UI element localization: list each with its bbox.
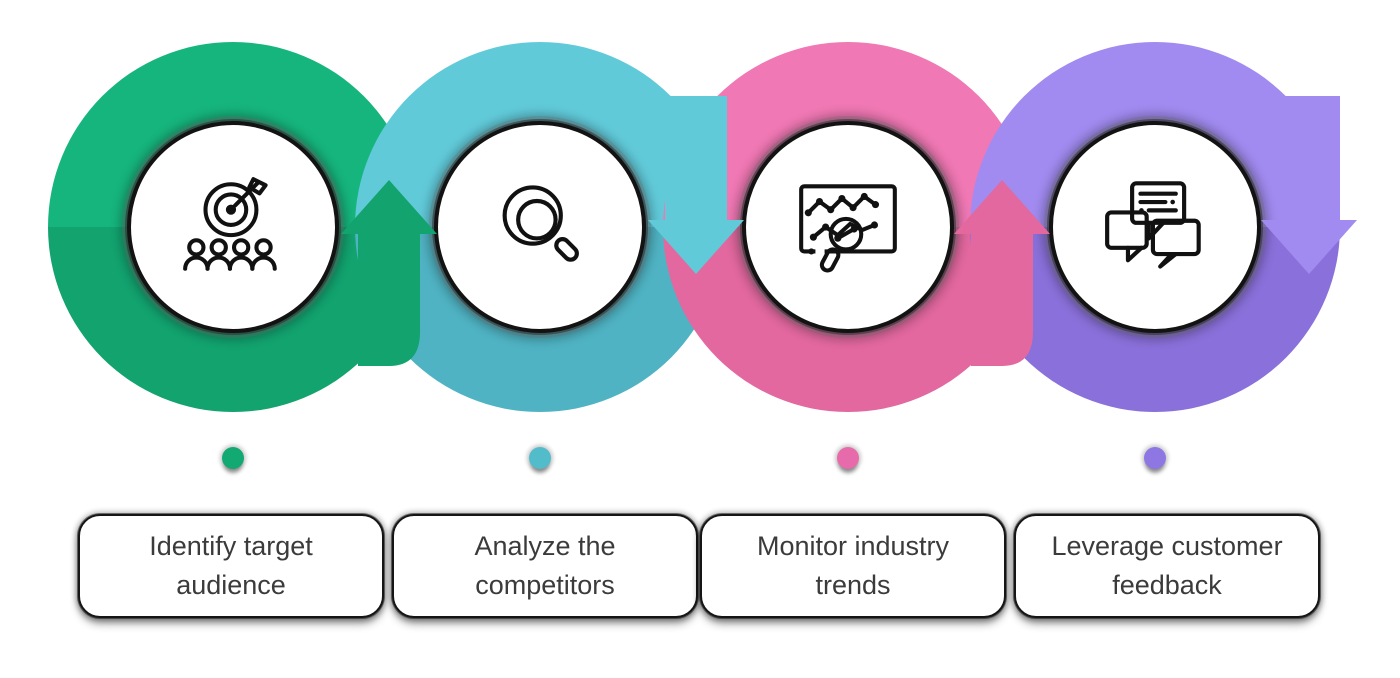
step-circle-3	[742, 121, 954, 333]
flow-arrow-up-3	[954, 180, 1050, 366]
magnifying-glass-icon	[502, 185, 579, 262]
flow-arrow-down-4	[1261, 96, 1357, 274]
step-label-box-3: Monitor industry trends	[700, 514, 1006, 618]
step-circle-2	[434, 121, 646, 333]
step-label-box-2: Analyze the competitors	[392, 514, 698, 618]
customer-feedback-icon	[1105, 181, 1201, 269]
step-label-box-4: Leverage customer feedback	[1014, 514, 1320, 618]
step-label-2: Analyze the competitors	[474, 531, 616, 600]
step-label-1: Identify target audience	[149, 531, 313, 600]
step-circle-4	[1049, 121, 1261, 333]
target-audience-icon	[183, 177, 277, 271]
trend-analysis-icon	[799, 184, 897, 273]
step-label-4: Leverage customer feedback	[1051, 531, 1283, 600]
step-label-box-1: Identify target audience	[78, 514, 384, 618]
flow-arrow-down-2	[648, 96, 744, 274]
step-dot-2	[529, 447, 551, 469]
step-label-3: Monitor industry trends	[756, 531, 950, 600]
step-dot-1	[222, 447, 244, 469]
step-dot-3	[837, 447, 859, 469]
step-circle-1	[127, 121, 339, 333]
flow-arrow-up-1	[341, 180, 437, 366]
step-dot-4	[1144, 447, 1166, 469]
